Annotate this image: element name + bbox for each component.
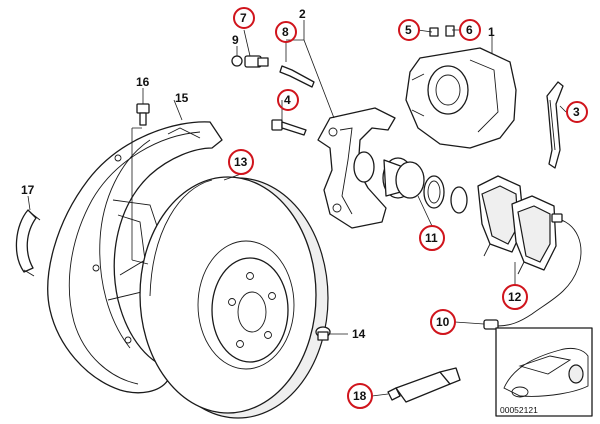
piston-seals-drawing (353, 151, 468, 214)
callout-11: 11 (425, 231, 438, 245)
callout-16: 16 (136, 75, 150, 89)
wear-sensor-drawing (483, 213, 582, 330)
callout-ring-13 (228, 149, 254, 175)
callout-15: 15 (175, 91, 189, 105)
bolt-16-drawing (136, 103, 150, 126)
callout-2: 2 (299, 7, 306, 21)
brake-disc-drawing (139, 176, 329, 419)
brake-pads-drawing (477, 175, 557, 275)
callout-17: 17 (21, 183, 35, 197)
reference-code: 00052121 (500, 405, 538, 415)
dust-shield-drawing (47, 121, 223, 394)
callout-6: 6 (466, 23, 473, 37)
anti-rattle-spring-drawing (546, 81, 564, 169)
callout-1: 1 (488, 25, 495, 39)
guide-bolts-drawing (231, 55, 315, 136)
callout-3: 3 (573, 105, 580, 119)
callout-ring-11 (419, 225, 445, 251)
callout-18: 18 (353, 389, 367, 403)
brake-shoe-drawing (15, 209, 41, 277)
callout-ring-3 (566, 101, 588, 123)
callout-ring-10 (430, 309, 456, 335)
callout-ring-5 (398, 19, 420, 41)
callout-ring-4 (277, 89, 299, 111)
callout-5: 5 (405, 23, 412, 37)
callout-10: 10 (436, 315, 450, 329)
callout-14: 14 (352, 327, 366, 341)
callout-ring-7 (233, 7, 255, 29)
callout-8: 8 (282, 25, 289, 39)
callout-ring-8 (275, 21, 297, 43)
callout-ring-6 (459, 19, 481, 41)
callout-12: 12 (508, 290, 522, 304)
grease-tube-drawing (387, 367, 461, 403)
car-locator-drawing (495, 327, 593, 417)
callout-ring-12 (502, 284, 528, 310)
callout-7: 7 (240, 11, 247, 25)
screw-14-drawing (315, 326, 331, 341)
caliper-housing-drawing (405, 25, 517, 149)
callout-ring-18 (347, 383, 373, 409)
callout-4: 4 (284, 93, 291, 107)
leader-lines (27, 20, 567, 397)
callouts: 1 2 3 4 5 6 7 8 9 10 11 12 13 14 15 16 1… (21, 7, 588, 409)
callout-9: 9 (232, 33, 239, 47)
callout-13: 13 (234, 155, 248, 169)
